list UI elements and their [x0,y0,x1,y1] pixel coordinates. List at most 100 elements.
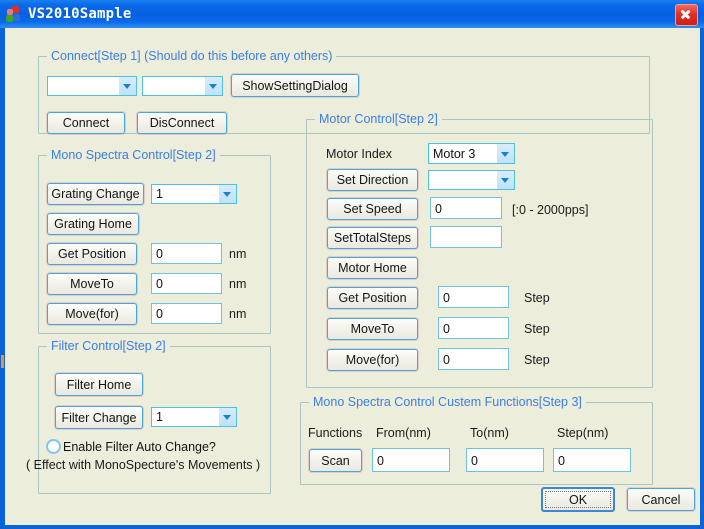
grating-combo-value: 1 [156,187,163,201]
group-filter-control-title: Filter Control[Step 2] [47,339,170,353]
mono-movefor-button[interactable]: Move(for) [47,303,137,325]
speed-range-hint: [:0 - 2000pps] [512,203,589,217]
mono-moveto-input[interactable]: 0 [151,273,222,294]
filter-home-button[interactable]: Filter Home [55,373,143,396]
frame-accent-marker [1,355,4,368]
mono-get-position-button[interactable]: Get Position [47,243,137,265]
connect-button[interactable]: Connect [47,112,125,134]
port-combo[interactable] [47,76,137,96]
filter-change-label: Filter Change [61,410,137,425]
motor-get-position-unit: Step [524,291,550,305]
group-motor-control-title: Motor Control[Step 2] [315,112,442,126]
set-direction-label: Set Direction [336,173,409,187]
mono-get-position-label: Get Position [57,247,127,261]
filter-combo-value: 1 [156,410,163,424]
ok-button[interactable]: OK [541,487,615,512]
grating-change-button[interactable]: Grating Change [47,183,144,205]
motor-get-position-input[interactable]: 0 [438,286,509,308]
connect-label: Connect [62,116,110,130]
mono-moveto-unit: nm [229,277,247,291]
baud-combo[interactable] [142,76,223,96]
header-to: To(nm) [470,426,509,440]
chevron-down-icon[interactable] [497,171,514,189]
grating-home-button[interactable]: Grating Home [47,213,139,235]
header-from: From(nm) [376,426,431,440]
set-speed-label: Set Speed [343,202,402,216]
group-filter-control: Filter Control[Step 2] [38,339,271,494]
group-motor-control: Motor Control[Step 2] [306,112,653,388]
motor-home-button[interactable]: Motor Home [327,257,418,279]
set-total-steps-button[interactable]: SetTotalSteps [327,227,418,249]
to-input[interactable]: 0 [466,448,544,472]
motor-movefor-input[interactable]: 0 [438,348,509,370]
chevron-down-icon[interactable] [119,77,136,95]
set-total-steps-label: SetTotalSteps [333,231,412,245]
cancel-button[interactable]: Cancel [627,488,695,511]
group-custom-functions-title: Mono Spectra Control Custem Functions[St… [309,395,586,409]
mono-movefor-input[interactable]: 0 [151,303,222,324]
motor-movefor-unit: Step [524,353,550,367]
mono-get-position-unit: nm [229,247,247,261]
group-mono-spectra-title: Mono Spectra Control[Step 2] [47,148,220,162]
ok-label: OK [568,492,588,507]
group-custom-functions: Mono Spectra Control Custem Functions[St… [300,395,653,485]
chevron-down-icon[interactable] [219,185,236,203]
from-value: 0 [377,453,384,468]
from-input[interactable]: 0 [372,448,450,472]
scan-label: Scan [321,453,350,468]
header-step: Step(nm) [557,426,609,440]
scan-button[interactable]: Scan [309,449,362,472]
mono-moveto-button[interactable]: MoveTo [47,273,137,295]
focus-rect [545,491,611,508]
mono-moveto-label: MoveTo [70,277,114,291]
motor-index-label: Motor Index [326,147,393,161]
set-direction-button[interactable]: Set Direction [327,169,418,191]
enable-filter-auto-change-label: Enable Filter Auto Change? [63,439,216,454]
group-connect: Connect[Step 1] (Should do this before a… [38,49,650,134]
mono-movefor-label: Move(for) [65,307,119,321]
speed-input[interactable]: 0 [430,197,502,219]
enable-filter-auto-change-radio[interactable]: Enable Filter Auto Change? [46,439,216,454]
group-mono-spectra: Mono Spectra Control[Step 2] [38,148,271,334]
motor-moveto-value: 0 [443,321,450,336]
mono-get-position-value: 0 [156,247,163,261]
chevron-down-icon[interactable] [497,144,514,163]
header-functions: Functions [308,426,363,440]
radio-indicator [46,439,61,454]
grating-home-label: Grating Home [54,217,132,231]
chevron-down-icon[interactable] [219,408,236,426]
blocks-icon [5,5,23,23]
total-steps-input[interactable] [430,226,502,248]
motor-moveto-unit: Step [524,322,550,336]
chevron-down-icon[interactable] [205,77,222,95]
motor-movefor-button[interactable]: Move(for) [327,349,418,371]
motor-moveto-input[interactable]: 0 [438,317,509,339]
disconnect-label: DisConnect [149,116,215,130]
speed-value: 0 [435,201,442,216]
filter-combo[interactable]: 1 [151,407,237,427]
grating-combo[interactable]: 1 [151,184,237,204]
client-area: Connect[Step 1] (Should do this before a… [5,28,700,525]
show-setting-dialog-button[interactable]: ShowSettingDialog [231,74,359,97]
motor-moveto-label: MoveTo [350,322,395,336]
window-title: VS2010Sample [28,6,132,22]
disconnect-button[interactable]: DisConnect [137,112,227,134]
show-setting-dialog-label: ShowSettingDialog [242,78,348,93]
step-input[interactable]: 0 [553,448,631,472]
motor-index-combo-value: Motor 3 [433,146,476,161]
filter-auto-change-note: ( Effect with MonoSpecture's Movements ) [26,458,261,472]
mono-movefor-unit: nm [229,307,247,321]
to-value: 0 [471,453,478,468]
motor-get-position-button[interactable]: Get Position [327,287,418,309]
direction-combo[interactable] [428,170,515,190]
motor-moveto-button[interactable]: MoveTo [327,318,418,340]
filter-change-button[interactable]: Filter Change [55,406,143,429]
title-bar[interactable]: VS2010Sample [0,0,704,28]
grating-change-label: Grating Change [51,187,140,201]
motor-index-combo[interactable]: Motor 3 [428,143,515,164]
mono-moveto-value: 0 [156,277,163,291]
mono-get-position-input[interactable]: 0 [151,243,222,264]
set-speed-button[interactable]: Set Speed [327,198,418,220]
close-icon[interactable] [675,4,698,26]
